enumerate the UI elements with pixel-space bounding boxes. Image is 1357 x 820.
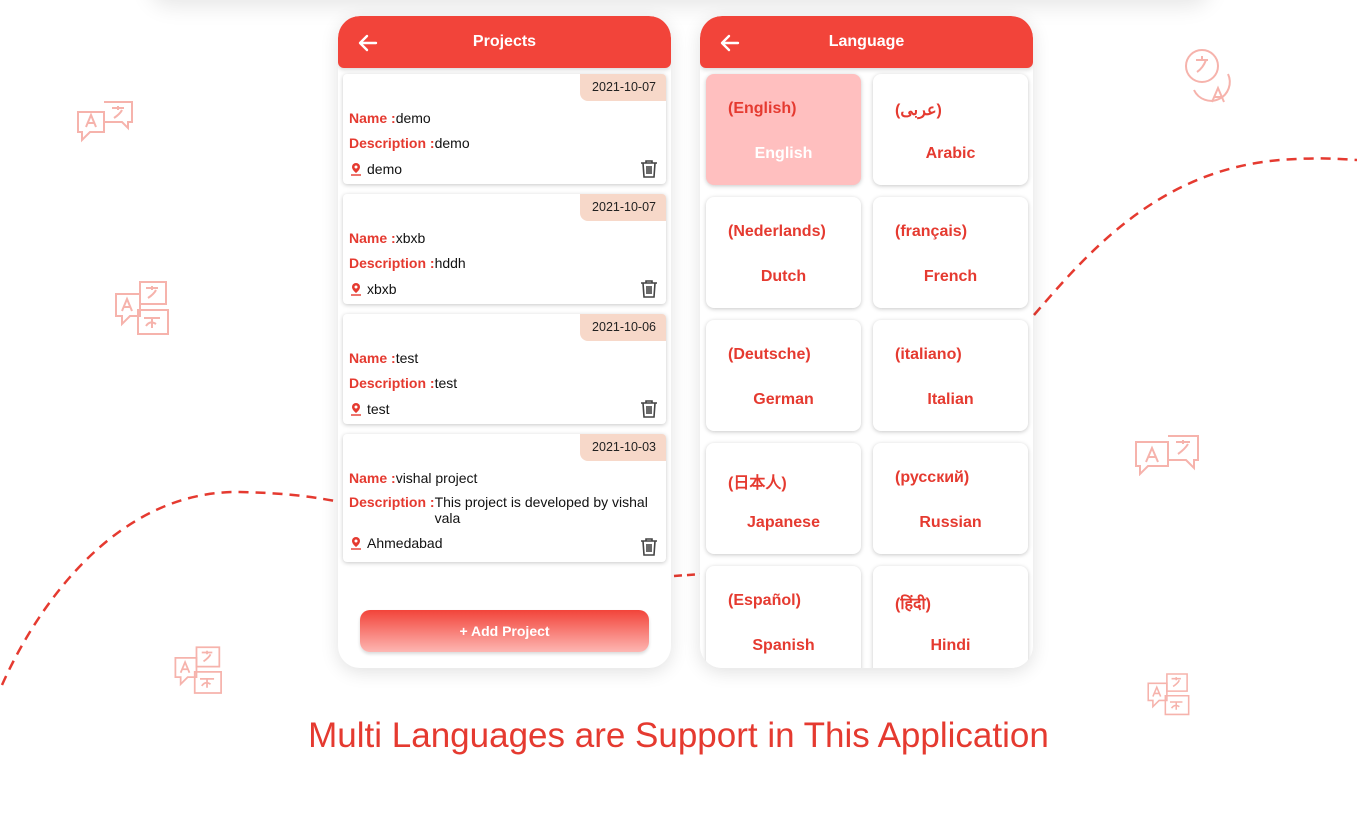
page-title: Language xyxy=(828,33,905,50)
trash-icon[interactable] xyxy=(640,279,658,299)
project-location-row: test xyxy=(349,400,658,418)
project-description: demo xyxy=(434,135,470,151)
language-tile-italian[interactable]: (italiano) Italian xyxy=(873,320,1028,431)
language-screen: Language (English) English (عربى) Arabic… xyxy=(700,16,1033,668)
project-name-row: Name :vishal project xyxy=(349,434,658,487)
project-location-row: demo xyxy=(349,160,658,178)
project-location: xbxb xyxy=(367,281,397,297)
project-location: Ahmedabad xyxy=(367,535,443,551)
project-name-row: Name :demo xyxy=(349,74,658,127)
location-pin-icon xyxy=(351,163,361,176)
language-tile-russian[interactable]: (русский) Russian xyxy=(873,443,1028,554)
language-grid: (English) English (عربى) Arabic (Nederla… xyxy=(700,68,1033,668)
project-description-row: Description :hddh xyxy=(349,254,658,272)
trash-icon[interactable] xyxy=(640,399,658,419)
language-native-name: (Nederlands) xyxy=(728,223,826,240)
name-label: Name : xyxy=(349,470,396,486)
trash-icon[interactable] xyxy=(640,159,658,179)
project-description: test xyxy=(434,375,458,391)
language-english-name: French xyxy=(923,268,978,285)
dashed-curve-left xyxy=(0,490,341,686)
description-label: Description : xyxy=(349,135,435,151)
projects-screen: Projects 2021-10-07 Name :demo Descripti… xyxy=(338,16,671,668)
project-list: 2021-10-07 Name :demo Description :demo … xyxy=(338,68,671,562)
name-label: Name : xyxy=(349,230,396,246)
language-english-name: Russian xyxy=(919,514,982,531)
projects-app-bar: Projects xyxy=(338,16,671,68)
caption-heading: Multi Languages are Support in This Appl… xyxy=(308,716,1049,755)
language-english-name: Arabic xyxy=(925,145,976,162)
language-native-name: (Español) xyxy=(728,592,801,609)
language-tile-japanese[interactable]: (日本人) Japanese xyxy=(706,443,861,554)
language-native-name: (عربى) xyxy=(895,102,942,119)
translate-icon xyxy=(1135,435,1199,476)
project-date-badge: 2021-10-06 xyxy=(580,314,666,341)
project-date-badge: 2021-10-07 xyxy=(580,74,666,101)
language-tile-english[interactable]: (English) English xyxy=(706,74,861,185)
arrow-left-icon[interactable] xyxy=(356,31,380,55)
description-label: Description : xyxy=(349,375,435,391)
translate-icon xyxy=(174,646,222,694)
language-english-name: Hindi xyxy=(930,637,971,654)
language-native-name: (English) xyxy=(728,100,797,117)
language-tile-german[interactable]: (Deutsche) German xyxy=(706,320,861,431)
description-label: Description : xyxy=(349,255,435,271)
project-card[interactable]: 2021-10-06 Name :test Description :test … xyxy=(343,314,666,424)
project-date-badge: 2021-10-03 xyxy=(580,434,666,461)
project-location: demo xyxy=(367,161,403,177)
project-card[interactable]: 2021-10-07 Name :xbxb Description :hddh … xyxy=(343,194,666,304)
location-pin-icon xyxy=(351,283,361,296)
language-tile-spanish[interactable]: (Español) Spanish xyxy=(706,566,861,668)
project-location-row: Ahmedabad xyxy=(349,534,658,552)
translate-icon xyxy=(1147,673,1190,716)
project-name-row: Name :xbxb xyxy=(349,194,658,247)
project-date-badge: 2021-10-07 xyxy=(580,194,666,221)
language-native-name: (हिंदी) xyxy=(895,596,931,613)
project-name: vishal project xyxy=(395,470,478,486)
description-label: Description : xyxy=(349,494,435,510)
language-native-name: (Deutsche) xyxy=(728,346,811,363)
project-description-row: Description :test xyxy=(349,374,658,392)
name-label: Name : xyxy=(349,110,396,126)
project-name: test xyxy=(395,350,419,366)
language-english-name: English xyxy=(754,145,813,162)
location-pin-icon xyxy=(351,537,361,550)
arrow-left-icon[interactable] xyxy=(718,31,742,55)
project-location-row: xbxb xyxy=(349,280,658,298)
project-name: demo xyxy=(395,110,431,126)
trash-icon[interactable] xyxy=(640,537,658,557)
language-english-name: German xyxy=(753,391,814,408)
language-english-name: Dutch xyxy=(760,268,807,285)
language-tile-arabic[interactable]: (عربى) Arabic xyxy=(873,74,1028,185)
project-description-row: Description :This project is developed b… xyxy=(349,494,658,526)
translate-icon xyxy=(115,281,169,335)
dashed-curve-right xyxy=(1033,157,1357,316)
page-title: Projects xyxy=(472,33,537,50)
project-description-row: Description :demo xyxy=(349,134,658,152)
project-name: xbxb xyxy=(395,230,426,246)
project-name-row: Name :test xyxy=(349,314,658,367)
language-tile-dutch[interactable]: (Nederlands) Dutch xyxy=(706,197,861,308)
add-project-button[interactable]: + Add Project xyxy=(360,610,649,652)
language-tile-french[interactable]: (français) French xyxy=(873,197,1028,308)
language-native-name: (italiano) xyxy=(895,346,962,363)
language-english-name: Spanish xyxy=(752,637,815,654)
language-app-bar: Language xyxy=(700,16,1033,68)
language-tile-hindi[interactable]: (हिंदी) Hindi xyxy=(873,566,1028,668)
project-card[interactable]: 2021-10-03 Name :vishal project Descript… xyxy=(343,434,666,562)
language-native-name: (français) xyxy=(895,223,968,240)
translate-icon xyxy=(1185,49,1231,103)
project-description: hddh xyxy=(434,255,466,271)
language-native-name: (日本人) xyxy=(728,475,787,492)
language-english-name: Italian xyxy=(927,391,974,408)
language-native-name: (русский) xyxy=(895,469,970,486)
project-card[interactable]: 2021-10-07 Name :demo Description :demo … xyxy=(343,74,666,184)
translate-icon xyxy=(77,101,133,143)
project-description: This project is developed by vishal vala xyxy=(434,494,648,526)
location-pin-icon xyxy=(351,403,361,416)
language-english-name: Japanese xyxy=(747,514,820,531)
name-label: Name : xyxy=(349,350,396,366)
project-location: test xyxy=(367,401,390,417)
